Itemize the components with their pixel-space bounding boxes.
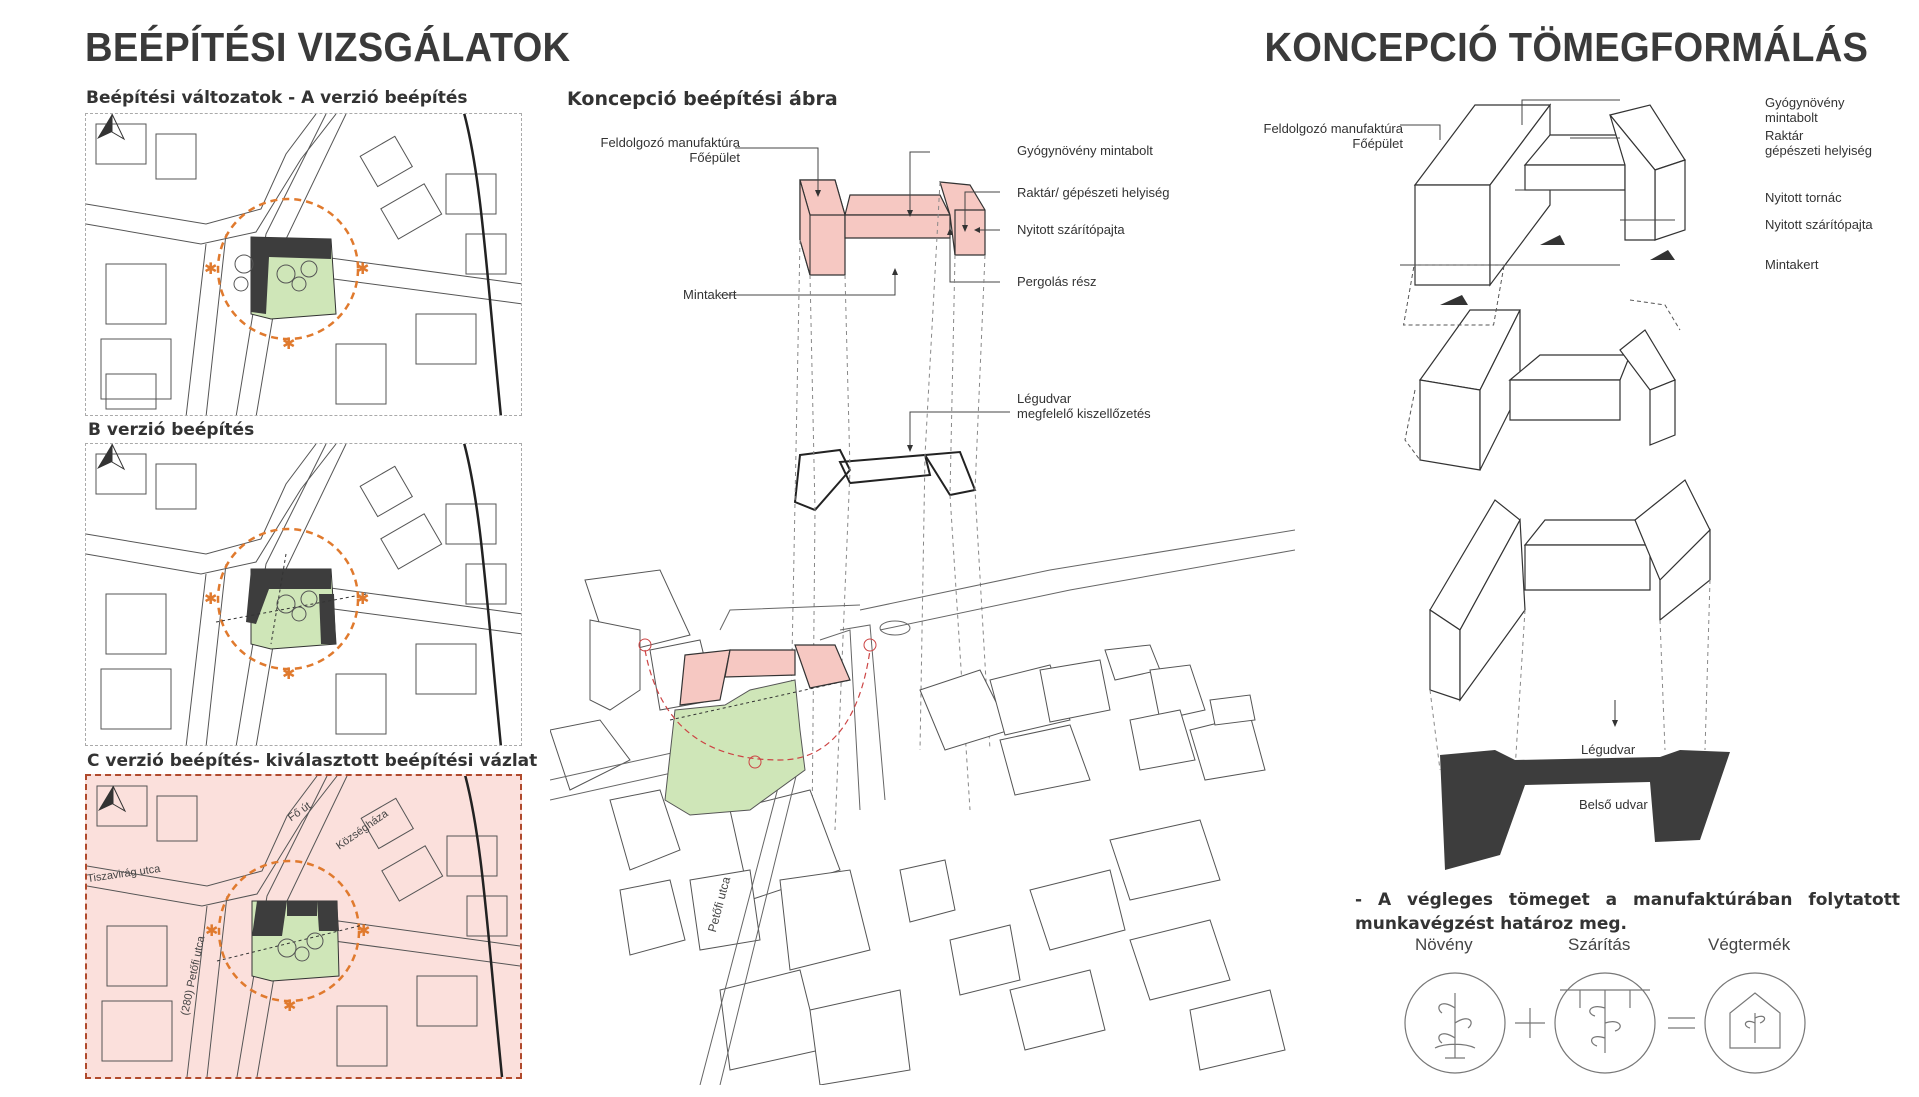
svg-text:✱: ✱ [283, 998, 296, 1015]
svg-text:✱: ✱ [204, 591, 217, 608]
map-variant-c: ✱✱✱ Fő út Községháza Tiszavirág utca (28… [85, 774, 522, 1079]
flow-label-drying: Szárítás [1568, 935, 1631, 954]
map-variant-b: ✱ ✱ ✱ [85, 443, 522, 746]
concept-label-pergola: Pergolás rész [1017, 274, 1097, 289]
title-left: BEÉPÍTÉSI VIZSGÁLATOK [85, 24, 571, 70]
variant-c-label: C verzió beépítés- kiválasztott beépítés… [87, 751, 538, 771]
concept-label-drying: Nyitott szárítópajta [1017, 222, 1125, 237]
mass-label-drying: Nyitott szárítópajta [1765, 217, 1873, 232]
svg-text:✱: ✱ [282, 336, 295, 353]
concept-label-air-court: Légudvar megfelelő kiszellőzetés [1017, 391, 1151, 421]
flow-diagram [1404, 972, 1806, 1074]
mass-label-garden: Mintakert [1765, 257, 1819, 272]
plant-icon [1404, 972, 1506, 1074]
concept-title: Koncepció beépítési ábra [567, 88, 838, 110]
variant-b-label: B verzió beépítés [88, 420, 255, 440]
svg-text:✱: ✱ [356, 261, 369, 278]
mass-label-porch: Nyitott tornác [1765, 190, 1842, 205]
mass-label-storage: Raktár gépészeti helyiség [1765, 128, 1872, 158]
drying-icon [1554, 972, 1656, 1074]
svg-text:✱: ✱ [356, 591, 369, 608]
flow-label-product: Végtermék [1708, 935, 1791, 954]
flow-label-plant: Növény [1415, 935, 1473, 954]
concept-label-garden: Mintakert [683, 287, 737, 302]
title-right: KONCEPCIÓ TÖMEGFORMÁLÁS [1264, 24, 1868, 70]
mass-label-air-court: Légudvar [1581, 742, 1636, 757]
mass-label-shop: Gyógynövény mintabolt [1765, 95, 1845, 125]
concept-diagram [550, 147, 1295, 1085]
concept-label-main-building: Feldolgozó manufaktúra Főépület [600, 135, 740, 165]
svg-text:✱: ✱ [204, 261, 217, 278]
product-icon [1704, 972, 1806, 1074]
mass-study-diagram [1400, 99, 1730, 870]
concept-label-storage: Raktár/ gépészeti helyiség [1017, 185, 1170, 200]
mass-label-inner-court: Belső udvar [1579, 797, 1648, 812]
svg-text:✱: ✱ [282, 666, 295, 683]
variant-a-label: Beépítési változatok - A verzió beépítés [86, 88, 468, 108]
concept-label-shop: Gyógynövény mintabolt [1017, 143, 1153, 158]
concept-note: - A végleges tömeget a manufaktúrában fo… [1355, 890, 1900, 934]
svg-text:✱: ✱ [205, 923, 218, 940]
map-variant-a: ✱ ✱ ✱ [85, 113, 522, 416]
mass-label-main-building: Feldolgozó manufaktúra Főépület [1263, 121, 1403, 151]
svg-text:✱: ✱ [357, 923, 370, 940]
